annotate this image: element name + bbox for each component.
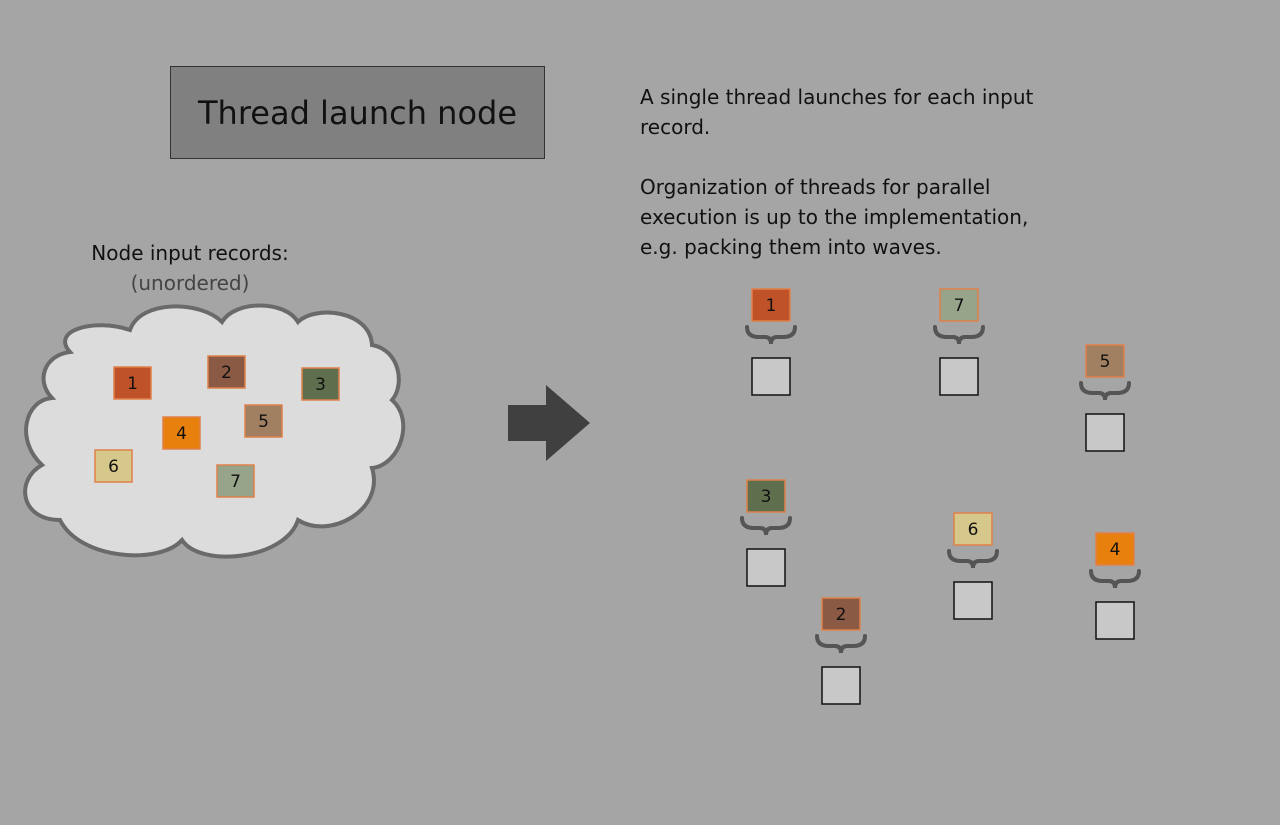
- record-label: 7: [230, 472, 241, 492]
- cloud-record-1: 1: [113, 366, 152, 400]
- thread-group-3: 3: [740, 479, 792, 587]
- record-label: 3: [761, 487, 772, 507]
- thread-box: [1095, 601, 1135, 640]
- record-label: 7: [954, 296, 965, 316]
- thread-group-2: 2: [815, 597, 867, 705]
- description-paragraph-1: A single thread launches for each input …: [640, 85, 1034, 139]
- thread-record-1: 1: [751, 288, 791, 322]
- record-label: 1: [766, 296, 777, 316]
- thread-group-5: 5: [1079, 344, 1131, 452]
- thread-record-7: 7: [939, 288, 979, 322]
- description-paragraph-2: Organization of threads for parallel exe…: [640, 175, 1029, 259]
- record-label: 2: [221, 363, 232, 383]
- curly-brace-icon: [740, 516, 792, 536]
- curly-brace-icon: [1089, 569, 1141, 589]
- cloud-record-5: 5: [244, 404, 283, 438]
- description: A single thread launches for each input …: [640, 82, 1060, 292]
- curly-brace-icon: [815, 634, 867, 654]
- cloud-label-sub: (unordered): [130, 271, 250, 295]
- record-label: 4: [176, 424, 187, 444]
- record-label: 6: [968, 520, 979, 540]
- curly-brace-icon: [1079, 381, 1131, 401]
- curly-brace-icon: [745, 325, 797, 345]
- thread-record-4: 4: [1095, 532, 1135, 566]
- thread-group-6: 6: [947, 512, 999, 620]
- record-label: 5: [258, 412, 269, 432]
- thread-record-2: 2: [821, 597, 861, 631]
- cloud-record-7: 7: [216, 464, 255, 498]
- thread-box: [821, 666, 861, 705]
- thread-box: [751, 357, 791, 396]
- cloud-record-6: 6: [94, 449, 133, 483]
- arrow-right-icon: [508, 385, 590, 461]
- record-label: 3: [315, 375, 326, 395]
- thread-record-6: 6: [953, 512, 993, 546]
- title-text: Thread launch node: [197, 93, 518, 132]
- thread-record-5: 5: [1085, 344, 1125, 378]
- thread-box: [953, 581, 993, 620]
- thread-box: [1085, 413, 1125, 452]
- record-label: 2: [836, 605, 847, 625]
- thread-box: [939, 357, 979, 396]
- record-label: 1: [127, 374, 138, 394]
- record-label: 4: [1110, 540, 1121, 560]
- thread-launch-node-title: Thread launch node: [170, 66, 545, 159]
- input-records-cloud: [23, 303, 406, 559]
- thread-group-4: 4: [1089, 532, 1141, 640]
- thread-group-7: 7: [933, 288, 985, 396]
- cloud-record-4: 4: [162, 416, 201, 450]
- thread-box: [746, 548, 786, 587]
- cloud-record-3: 3: [301, 367, 340, 401]
- thread-group-1: 1: [745, 288, 797, 396]
- thread-record-3: 3: [746, 479, 786, 513]
- curly-brace-icon: [933, 325, 985, 345]
- record-label: 5: [1100, 352, 1111, 372]
- record-label: 6: [108, 457, 119, 477]
- curly-brace-icon: [947, 549, 999, 569]
- cloud-label-main: Node input records:: [91, 241, 289, 265]
- cloud-label: Node input records: (unordered): [60, 238, 320, 298]
- cloud-record-2: 2: [207, 355, 246, 389]
